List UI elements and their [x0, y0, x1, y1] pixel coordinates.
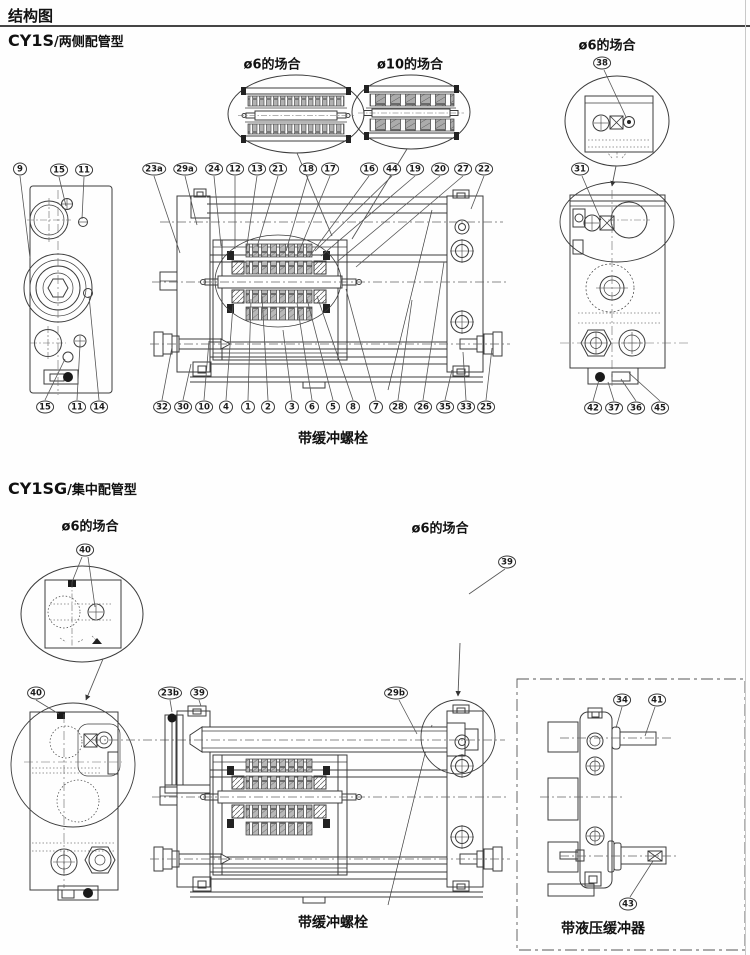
- callout-13: 13: [248, 162, 266, 176]
- cy1s-section-heading: CY1S/两侧配管型: [8, 31, 124, 50]
- callout-4: 4: [219, 400, 233, 414]
- detail-label-cy1s-d6-right: ø6的场合: [578, 38, 636, 54]
- callout-11: 11: [75, 163, 93, 177]
- callout-26: 26: [414, 400, 432, 414]
- cy1s-model-name: CY1S: [8, 31, 54, 50]
- callout-22: 22: [475, 162, 493, 176]
- cy1s-plan-view: [559, 181, 690, 386]
- callout-15: 15: [36, 400, 54, 414]
- detail-view-d6-right: [564, 75, 670, 167]
- cy1sg-detail-view-left: [20, 565, 144, 663]
- cy1sg-model-name: CY1SG: [8, 479, 68, 498]
- callout-23a: 23a: [142, 162, 166, 176]
- callout-39: 39: [190, 686, 208, 700]
- callout-5: 5: [326, 400, 340, 414]
- callout-38: 38: [593, 56, 611, 70]
- callout-43: 43: [619, 897, 637, 911]
- callout-19: 19: [406, 162, 424, 176]
- callout-21: 21: [269, 162, 287, 176]
- callout-27: 27: [454, 162, 472, 176]
- callout-20: 20: [431, 162, 449, 176]
- caption-cy1sg-cushion-bolt: 带缓冲螺栓: [298, 915, 368, 931]
- callout-16: 16: [360, 162, 378, 176]
- page-edge-line: [745, 0, 746, 955]
- callout-28: 28: [389, 400, 407, 414]
- callout-40: 40: [27, 686, 45, 700]
- detail-label-cy1s-d10: ø10的场合: [376, 57, 444, 73]
- cy1sg-section-heading: CY1SG/集中配管型: [8, 479, 137, 498]
- callout-37: 37: [605, 401, 623, 415]
- title-rule: [0, 25, 750, 27]
- leader-lines: [19, 69, 661, 898]
- cy1s-end-view: [23, 185, 113, 395]
- callout-18: 18: [299, 162, 317, 176]
- callout-29a: 29a: [173, 162, 197, 176]
- callout-29b: 29b: [384, 686, 408, 700]
- cy1s-section-view: [149, 188, 511, 391]
- callout-36: 36: [627, 401, 645, 415]
- callout-39: 39: [498, 555, 516, 569]
- cy1sg-piping-type: /集中配管型: [67, 483, 137, 498]
- callout-24: 24: [205, 162, 223, 176]
- callout-14: 14: [90, 400, 108, 414]
- detail-label-cy1s-d6: ø6的场合: [243, 57, 301, 73]
- callout-44: 44: [383, 162, 401, 176]
- callout-6: 6: [305, 400, 319, 414]
- detail-view-d6: [227, 74, 365, 154]
- callout-1: 1: [241, 400, 255, 414]
- callout-25: 25: [477, 400, 495, 414]
- callout-3: 3: [285, 400, 299, 414]
- caption-hydro-shock-absorber: 带液压缓冲器: [561, 921, 645, 937]
- callout-35: 35: [436, 400, 454, 414]
- detail-label-cy1sg-d6-left: ø6的场合: [61, 519, 119, 535]
- callout-11: 11: [68, 400, 86, 414]
- cy1sg-end-view: [10, 702, 136, 901]
- callout-23b: 23b: [158, 686, 182, 700]
- cy1sg-section-view: [92, 699, 511, 906]
- callout-40: 40: [76, 543, 94, 557]
- callout-15: 15: [50, 163, 68, 177]
- callout-45: 45: [651, 401, 669, 415]
- callout-12: 12: [226, 162, 244, 176]
- page-title: 结构图: [8, 7, 54, 25]
- callout-9: 9: [13, 162, 27, 176]
- callout-41: 41: [648, 693, 666, 707]
- callout-31: 31: [571, 162, 589, 176]
- detail-label-cy1sg-d6-right: ø6的场合: [411, 521, 469, 537]
- detail-view-d10: [351, 74, 471, 150]
- callout-2: 2: [261, 400, 275, 414]
- callout-17: 17: [321, 162, 339, 176]
- cy1s-piping-type: /两侧配管型: [53, 35, 124, 50]
- callout-33: 33: [457, 400, 475, 414]
- callout-30: 30: [174, 400, 192, 414]
- callout-10: 10: [195, 400, 213, 414]
- callout-42: 42: [584, 401, 602, 415]
- callout-34: 34: [613, 693, 631, 707]
- callout-7: 7: [369, 400, 383, 414]
- callout-32: 32: [153, 400, 171, 414]
- callout-8: 8: [346, 400, 360, 414]
- caption-cy1s-cushion-bolt: 带缓冲螺栓: [298, 431, 368, 447]
